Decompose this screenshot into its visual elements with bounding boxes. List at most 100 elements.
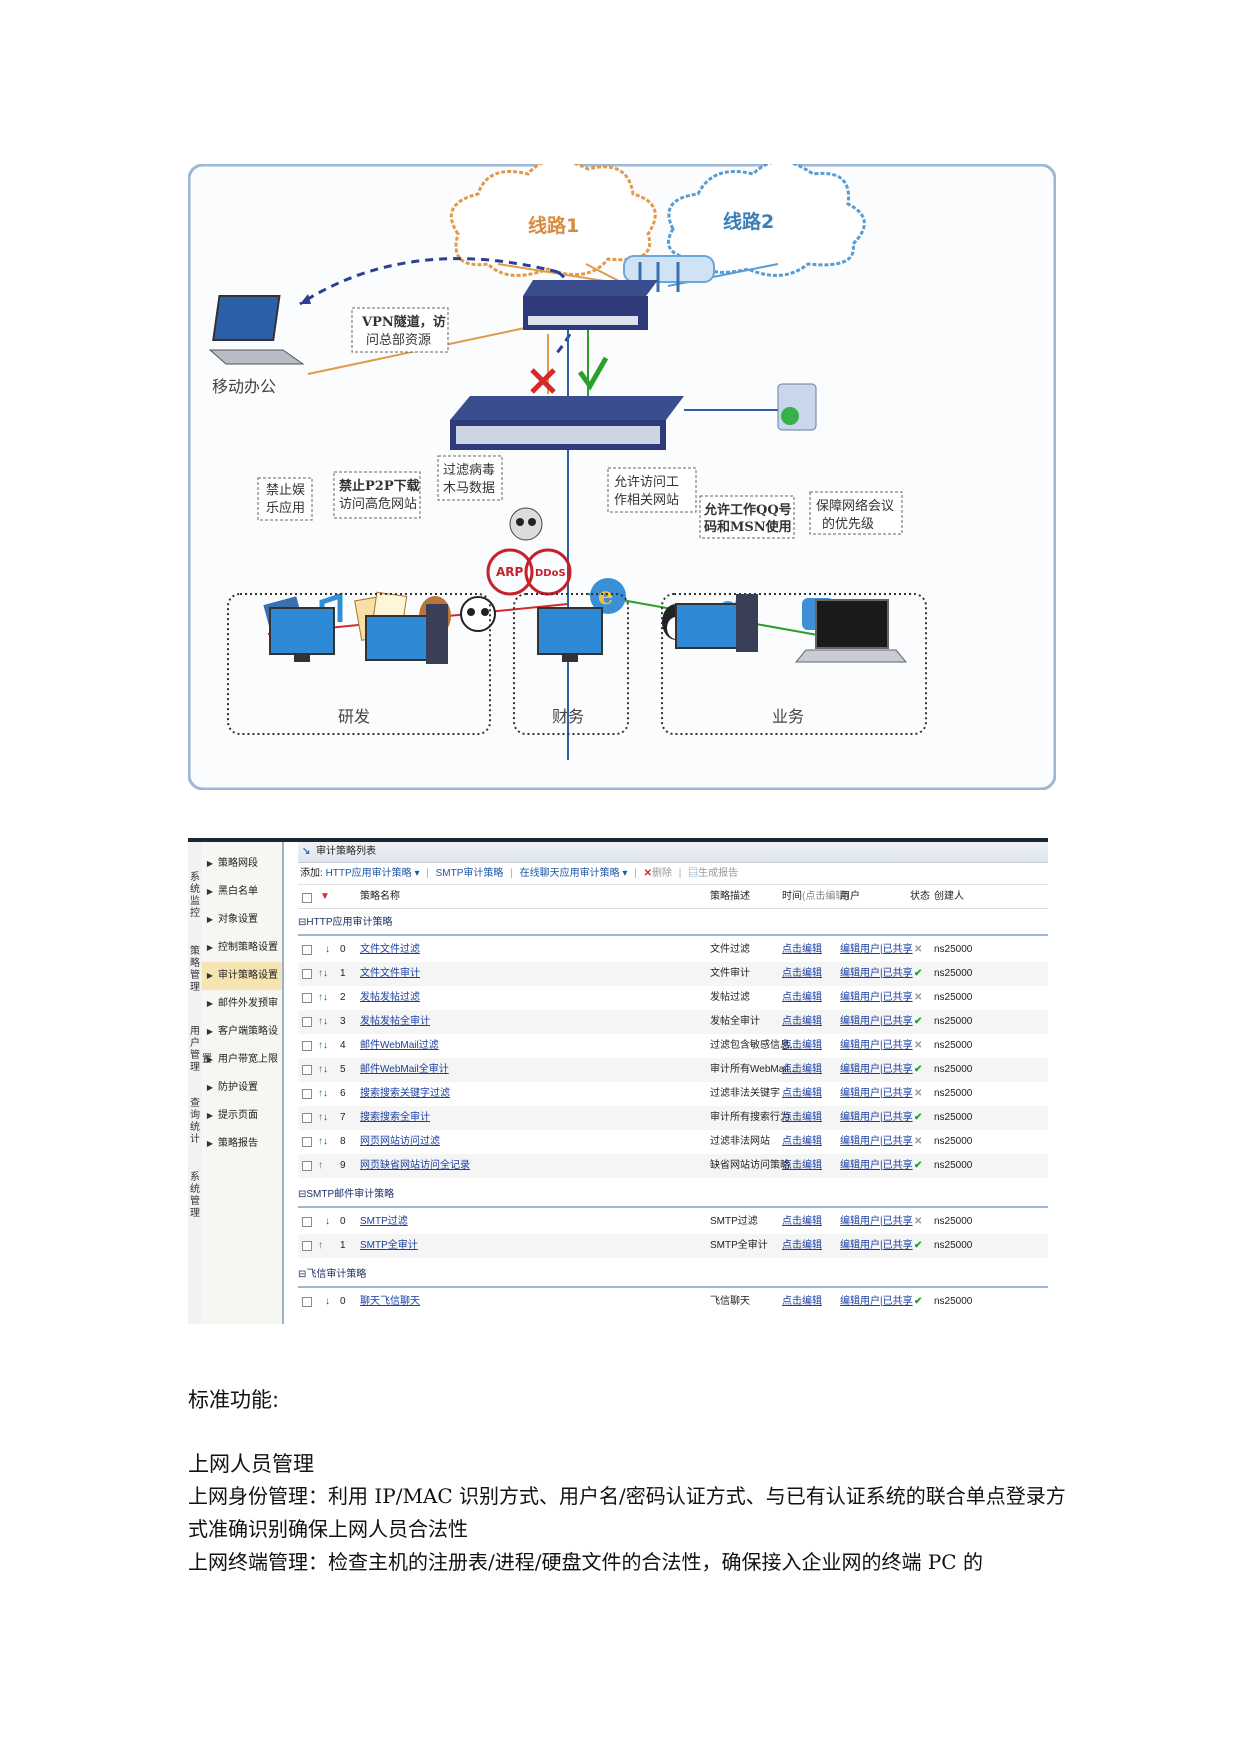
policy-name-link[interactable]: 搜索搜索关键字过滤 (360, 1088, 450, 1099)
column-header-creator[interactable]: 创建人 (934, 891, 964, 902)
column-header-time[interactable]: 时间 (782, 891, 802, 902)
user-edit-link[interactable]: 编辑用户|已共享 (840, 1136, 913, 1147)
time-edit-link[interactable]: 点击编辑 (782, 1240, 822, 1251)
sidebar-item-object-settings[interactable]: ▶对象设置 (202, 906, 282, 934)
move-up-icon[interactable]: ↑ (318, 1088, 323, 1099)
row-checkbox[interactable] (302, 1297, 312, 1307)
category-policy-management[interactable]: 策略管理 (190, 946, 200, 993)
move-up-icon[interactable]: ↑ (318, 1064, 323, 1075)
move-up-icon[interactable]: ↑ (318, 968, 323, 979)
policy-group-header[interactable]: ⊟HTTP应用审计策略 (298, 912, 1048, 936)
delete-button[interactable]: 删除 (651, 868, 672, 879)
move-down-icon[interactable]: ↓ (323, 1088, 328, 1099)
select-all-checkbox[interactable] (302, 893, 312, 903)
user-edit-link[interactable]: 编辑用户|已共享 (840, 1088, 913, 1099)
column-header-status[interactable]: 状态 (910, 891, 930, 902)
row-checkbox[interactable] (302, 1041, 312, 1051)
policy-name-link[interactable]: 发帖发帖全审计 (360, 1016, 430, 1027)
status-disabled-icon[interactable]: ✕ (914, 1216, 923, 1227)
sidebar-item-blacklist[interactable]: ▶黑白名单 (202, 878, 282, 906)
category-user-management[interactable]: 用户管理 (190, 1026, 200, 1073)
time-edit-link[interactable]: 点击编辑 (782, 1160, 822, 1171)
row-checkbox[interactable] (302, 1065, 312, 1075)
user-edit-link[interactable]: 编辑用户|已共享 (840, 1240, 913, 1251)
sidebar-item-control-policy[interactable]: ▶控制策略设置 (202, 934, 282, 962)
move-down-icon[interactable]: ↓ (323, 1016, 328, 1027)
category-system-management[interactable]: 系统管理 (190, 1172, 200, 1219)
policy-name-link[interactable]: 邮件WebMail过滤 (360, 1040, 439, 1051)
time-edit-link[interactable]: 点击编辑 (782, 1112, 822, 1123)
policy-group-header[interactable]: ⊟飞信审计策略 (298, 1264, 1048, 1288)
time-edit-link[interactable]: 点击编辑 (782, 1216, 822, 1227)
move-up-icon[interactable]: ↑ (318, 1040, 323, 1051)
move-down-icon[interactable]: ↓ (323, 1136, 328, 1147)
user-edit-link[interactable]: 编辑用户|已共享 (840, 1216, 913, 1227)
policy-name-link[interactable]: 邮件WebMail全审计 (360, 1064, 449, 1075)
row-checkbox[interactable] (302, 1017, 312, 1027)
user-edit-link[interactable]: 编辑用户|已共享 (840, 1160, 913, 1171)
policy-name-link[interactable]: 文件文件过滤 (360, 944, 420, 955)
status-enabled-icon[interactable]: ✔ (914, 1296, 923, 1307)
move-up-icon[interactable]: ↑ (318, 992, 323, 1003)
policy-group-header[interactable]: ⊟SMTP邮件审计策略 (298, 1184, 1048, 1208)
status-enabled-icon[interactable]: ✔ (914, 1016, 923, 1027)
sidebar-item-audit-policy[interactable]: ▶审计策略设置 (202, 962, 282, 990)
status-enabled-icon[interactable]: ✔ (914, 1112, 923, 1123)
user-edit-link[interactable]: 编辑用户|已共享 (840, 968, 913, 979)
move-down-icon[interactable]: ↓ (325, 944, 330, 955)
user-edit-link[interactable]: 编辑用户|已共享 (840, 992, 913, 1003)
column-header-name[interactable]: 策略名称 (360, 891, 400, 902)
move-down-icon[interactable]: ↓ (323, 1040, 328, 1051)
status-disabled-icon[interactable]: ✕ (914, 1040, 923, 1051)
row-checkbox[interactable] (302, 1241, 312, 1251)
time-edit-link[interactable]: 点击编辑 (782, 1136, 822, 1147)
row-checkbox[interactable] (302, 1137, 312, 1147)
move-down-icon[interactable]: ↓ (323, 1112, 328, 1123)
user-edit-link[interactable]: 编辑用户|已共享 (840, 1064, 913, 1075)
user-edit-link[interactable]: 编辑用户|已共享 (840, 1016, 913, 1027)
sidebar-item-prompt-page[interactable]: ▶提示页面 (202, 1102, 282, 1130)
column-header-user[interactable]: 用户 (840, 891, 860, 902)
policy-name-link[interactable]: 聊天飞信聊天 (360, 1296, 420, 1307)
row-checkbox[interactable] (302, 1161, 312, 1171)
status-disabled-icon[interactable]: ✕ (914, 1088, 923, 1099)
row-checkbox[interactable] (302, 1089, 312, 1099)
move-down-icon[interactable]: ↓ (323, 1064, 328, 1075)
move-down-icon[interactable]: ↓ (323, 968, 328, 979)
status-enabled-icon[interactable]: ✔ (914, 1240, 923, 1251)
move-up-icon[interactable]: ↑ (318, 1112, 323, 1123)
move-up-icon[interactable]: ↑ (318, 1136, 323, 1147)
user-edit-link[interactable]: 编辑用户|已共享 (840, 1112, 913, 1123)
user-edit-link[interactable]: 编辑用户|已共享 (840, 1040, 913, 1051)
row-checkbox[interactable] (302, 1113, 312, 1123)
time-edit-link[interactable]: 点击编辑 (782, 1088, 822, 1099)
move-up-icon[interactable]: ↑ (318, 1160, 323, 1171)
policy-name-link[interactable]: SMTP过滤 (360, 1216, 408, 1227)
column-header-desc[interactable]: 策略描述 (710, 891, 750, 902)
row-checkbox[interactable] (302, 969, 312, 979)
policy-name-link[interactable]: 发帖发帖过滤 (360, 992, 420, 1003)
sidebar-item-client-policy[interactable]: ▶客户端策略设置 (202, 1018, 282, 1065)
move-down-icon[interactable]: ↓ (323, 992, 328, 1003)
status-enabled-icon[interactable]: ✔ (914, 1064, 923, 1075)
add-smtp-policy-button[interactable]: SMTP审计策略 (435, 868, 504, 879)
sidebar-item-bandwidth-limit[interactable]: ▶用户带宽上限 (202, 1046, 282, 1074)
row-checkbox[interactable] (302, 945, 312, 955)
status-disabled-icon[interactable]: ✕ (914, 944, 923, 955)
time-edit-link[interactable]: 点击编辑 (782, 992, 822, 1003)
time-edit-link[interactable]: 点击编辑 (782, 1296, 822, 1307)
user-edit-link[interactable]: 编辑用户|已共享 (840, 944, 913, 955)
policy-name-link[interactable]: 网页缺省网站访问全记录 (360, 1160, 470, 1171)
add-im-policy-button[interactable]: 在线聊天应用审计策略 ▾ (519, 868, 628, 879)
sidebar-item-protection[interactable]: ▶防护设置 (202, 1074, 282, 1102)
status-disabled-icon[interactable]: ✕ (914, 992, 923, 1003)
